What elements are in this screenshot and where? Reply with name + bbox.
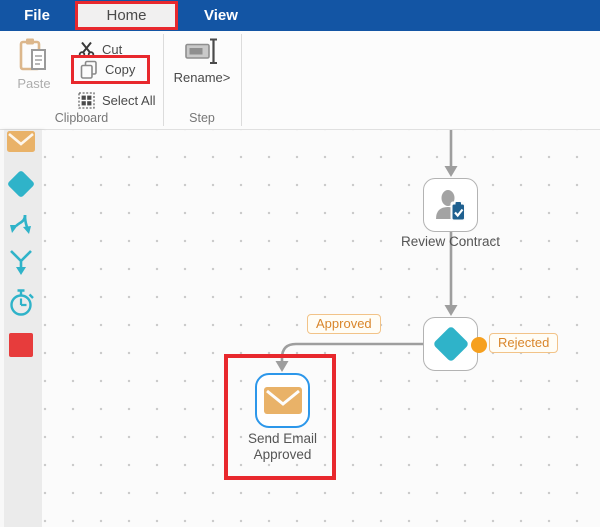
- paste-icon: [19, 38, 46, 71]
- ribbon-group-divider: [241, 34, 242, 126]
- rename-label: Rename>: [173, 70, 231, 85]
- paste-label: Paste: [17, 76, 51, 91]
- envelope-icon: [7, 131, 35, 152]
- step-send-email-approved[interactable]: [255, 373, 310, 428]
- palette-email-step[interactable]: [7, 131, 35, 152]
- review-contract-label: Review Contract: [400, 234, 501, 249]
- select-all-button[interactable]: Select All: [78, 89, 155, 111]
- rejected-branch-dot[interactable]: [471, 337, 487, 353]
- menu-file[interactable]: File: [24, 7, 50, 24]
- menu-view[interactable]: View: [204, 7, 238, 24]
- clipboard-group-label: Clipboard: [54, 111, 109, 125]
- send-email-label-line1: Send Email: [247, 431, 318, 446]
- ribbon-group-divider: [163, 34, 164, 126]
- select-all-grid-icon: [78, 91, 95, 109]
- copy-label: Copy: [105, 62, 136, 77]
- tab-home[interactable]: Home: [106, 7, 147, 24]
- timer-icon: [10, 289, 34, 316]
- step-palette: [0, 130, 42, 527]
- palette-merge-step[interactable]: [8, 248, 34, 276]
- send-email-label: Send Email Approved: [220, 431, 345, 462]
- select-all-label: Select All: [102, 92, 156, 108]
- palette-decision-step[interactable]: [6, 169, 36, 199]
- end-square-icon: [9, 333, 33, 357]
- split-arrows-icon: [10, 214, 31, 234]
- user-task-icon: [435, 190, 465, 221]
- envelope-icon: [263, 387, 302, 414]
- copy-highlight-box: Copy: [71, 55, 150, 84]
- workflow-canvas[interactable]: Review Contract Approved Rejected Send E…: [42, 130, 600, 527]
- branch-label-rejected[interactable]: Rejected: [489, 333, 559, 353]
- branch-label-approved[interactable]: Approved: [307, 314, 381, 334]
- cut-label: Cut: [102, 41, 123, 57]
- paste-button[interactable]: Paste: [8, 37, 60, 99]
- send-email-label-line2: Approved: [253, 446, 312, 462]
- cut-button[interactable]: Cut: [78, 38, 122, 60]
- copy-button[interactable]: Copy: [79, 59, 135, 81]
- palette-timer-step[interactable]: [7, 287, 35, 318]
- palette-split-step[interactable]: [8, 213, 34, 237]
- palette-end-step[interactable]: [9, 333, 33, 357]
- rename-icon: [185, 38, 217, 64]
- ribbon: Paste Cut Copy: [0, 31, 600, 130]
- copy-icon: [80, 60, 97, 79]
- diamond-icon: [6, 169, 36, 199]
- step-decision[interactable]: [423, 317, 478, 371]
- palette-scrollbar[interactable]: [0, 130, 4, 527]
- decision-diamond-icon: [432, 325, 469, 363]
- step-review-contract[interactable]: [423, 178, 478, 232]
- merge-arrows-icon: [10, 250, 32, 275]
- home-tab-highlight-box: Home: [75, 1, 178, 30]
- send-email-highlight-box: [224, 354, 336, 480]
- rename-button[interactable]: Rename>: [170, 36, 234, 100]
- menubar: File Home View: [0, 0, 600, 31]
- step-group-label: Step: [189, 111, 215, 125]
